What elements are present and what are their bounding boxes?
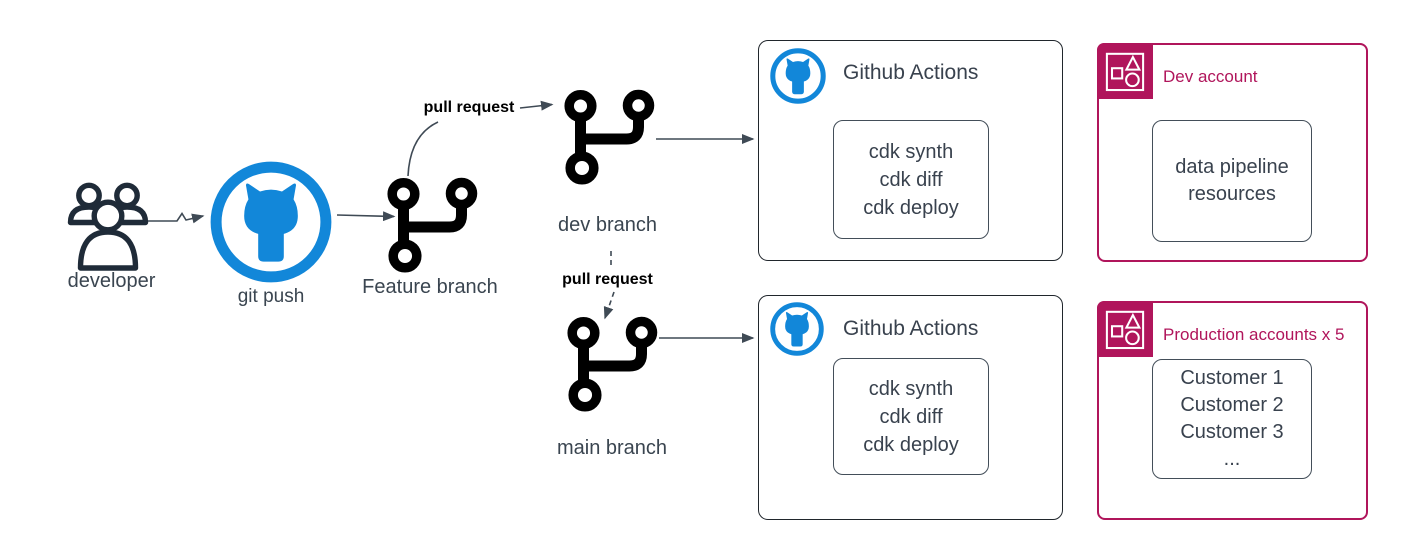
aws-account-icon xyxy=(1099,45,1151,97)
dev-account-resources-box: data pipeline resources xyxy=(1152,120,1312,242)
feature-branch-label: Feature branch xyxy=(362,276,498,298)
arrow-pull-request-to-dev-branch xyxy=(519,100,554,111)
github-actions-prod-box: Github Actions cdk synth cdk diff cdk de… xyxy=(758,295,1063,520)
customer-line: Customer 3 xyxy=(1180,421,1284,443)
aws-account-icon-badge xyxy=(1097,43,1153,99)
pull-request-label-top: pull request xyxy=(423,99,515,116)
arrow-pull-request-to-main-branch xyxy=(603,291,615,320)
main-branch-label: main branch xyxy=(556,437,668,459)
github-actions-dev-box: Github Actions cdk synth cdk diff cdk de… xyxy=(758,40,1063,261)
cdk-steps-box: cdk synth cdk diff cdk deploy xyxy=(833,358,989,475)
github-logo-icon xyxy=(770,48,826,104)
git-push-label: git push xyxy=(237,286,305,307)
developer-users-icon xyxy=(67,181,149,271)
cdk-step: cdk diff xyxy=(879,405,943,428)
customer-line: Customer 1 xyxy=(1180,367,1284,389)
dev-branch-git-icon xyxy=(563,89,655,185)
cdk-step: cdk synth xyxy=(868,377,954,400)
dev-branch-label: dev branch xyxy=(558,214,657,236)
cdk-step: cdk deploy xyxy=(863,196,959,219)
cdk-step: cdk deploy xyxy=(863,433,959,456)
production-accounts-box: Production accounts x 5 Customer 1 Custo… xyxy=(1097,301,1368,520)
aws-account-icon xyxy=(1099,303,1151,355)
production-accounts-title: Production accounts x 5 xyxy=(1163,325,1345,344)
cdk-step: cdk synth xyxy=(868,140,954,163)
dev-account-box: Dev account data pipeline resources xyxy=(1097,43,1368,262)
arrow-developer-to-github xyxy=(146,212,205,224)
developer-label: developer xyxy=(67,270,156,292)
customer-line: Customer 2 xyxy=(1180,394,1284,416)
cdk-steps-box: cdk synth cdk diff cdk deploy xyxy=(833,120,989,239)
github-actions-dev-title: Github Actions xyxy=(843,61,979,84)
pull-request-label-bottom: pull request xyxy=(562,271,653,288)
github-actions-prod-title: Github Actions xyxy=(843,317,979,340)
aws-account-icon-badge xyxy=(1097,301,1153,357)
feature-branch-git-icon xyxy=(386,177,478,273)
cdk-step: cdk diff xyxy=(879,168,943,191)
resource-line: resources xyxy=(1188,183,1276,205)
customers-box: Customer 1 Customer 2 Customer 3 ... xyxy=(1152,359,1312,479)
leader-feature-branch-to-pull-request xyxy=(407,121,439,177)
github-logo-icon xyxy=(210,161,332,283)
github-logo-icon xyxy=(770,302,824,356)
main-branch-git-icon xyxy=(566,316,658,412)
customer-line: ... xyxy=(1223,448,1241,470)
dev-account-title: Dev account xyxy=(1163,67,1258,86)
resource-line: data pipeline xyxy=(1175,156,1289,178)
arrow-github-to-feature-branch xyxy=(336,211,396,222)
